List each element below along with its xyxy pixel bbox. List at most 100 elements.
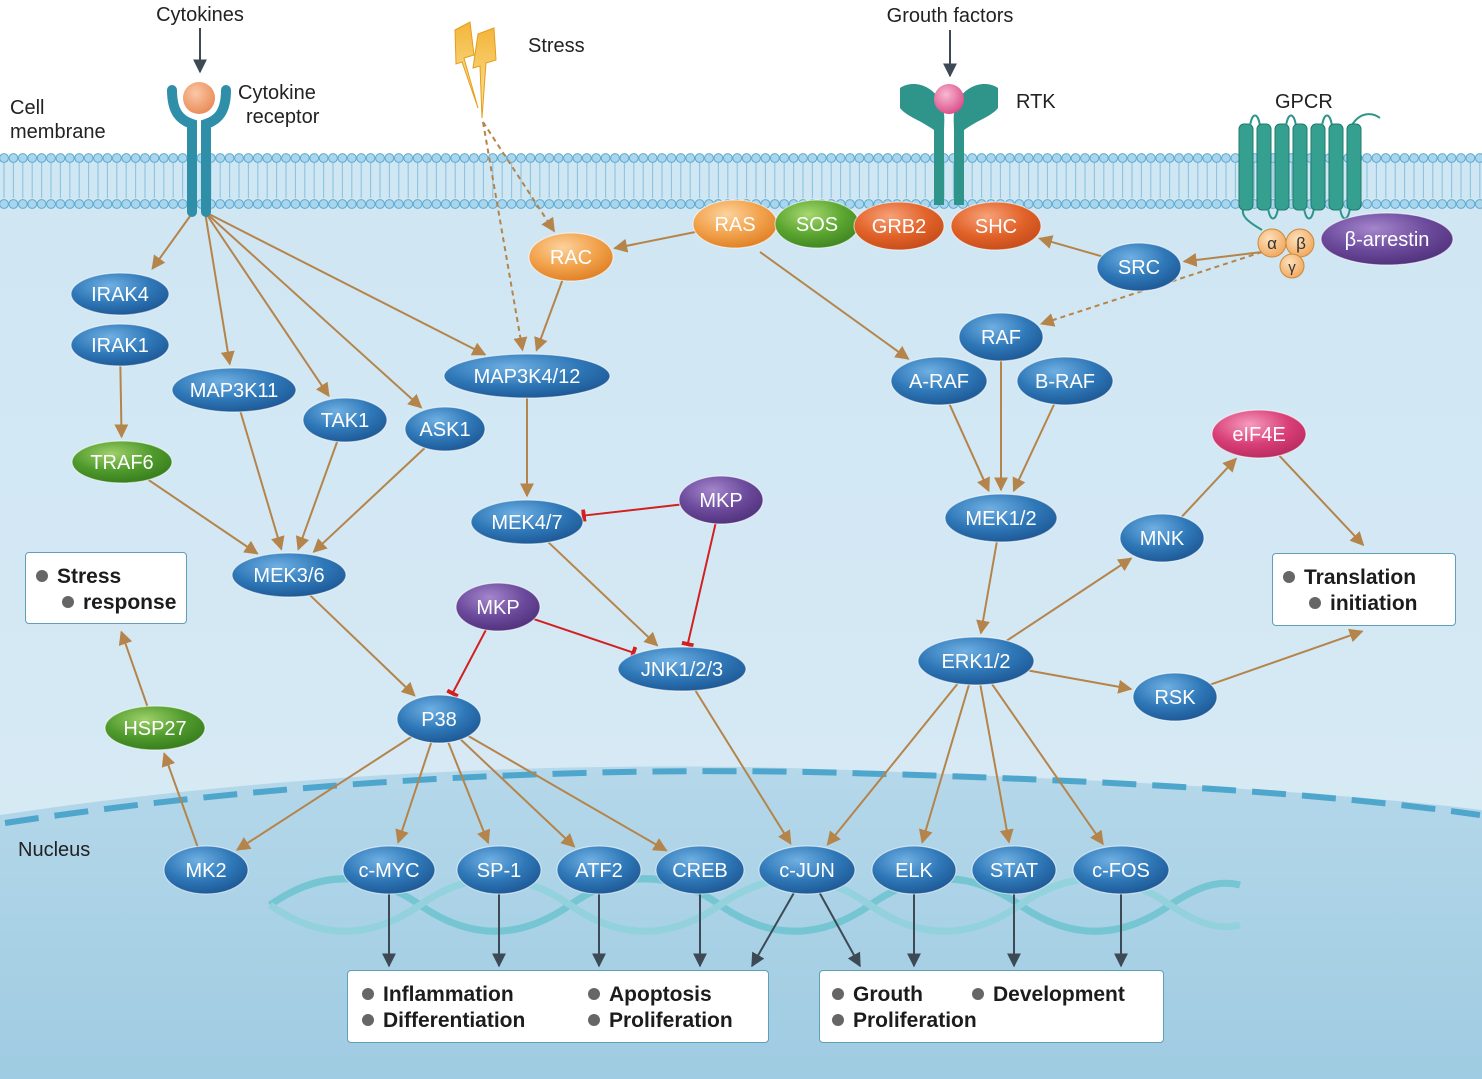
node-ras: RAS <box>692 199 778 249</box>
activation-arrow <box>694 689 792 845</box>
node-rsk: RSK <box>1132 672 1218 722</box>
cytokine-receptor-icon <box>167 82 231 217</box>
node-mk2: MK2 <box>163 845 249 895</box>
activation-arrow <box>1012 403 1055 493</box>
node-mek4-7: MEK4/7 <box>470 499 584 545</box>
node-label: MEK3/6 <box>253 565 324 587</box>
node-a-raf: A-RAF <box>890 356 988 406</box>
node-label: IRAK1 <box>91 335 149 357</box>
node-label: SOS <box>796 214 838 236</box>
node-mkp-mid: MKP <box>455 582 541 632</box>
activation-arrow <box>235 736 412 851</box>
activation-arrow <box>309 594 416 697</box>
activation-arrow <box>1181 457 1238 518</box>
node-c-fos: c-FOS <box>1072 845 1170 895</box>
stress-label: Stress <box>528 35 585 57</box>
inflammation-item: Inflammation <box>362 983 514 1007</box>
alpha-subunit-label: α <box>1267 234 1277 253</box>
inhibition-line <box>533 618 638 659</box>
cell-membrane-label-line2: membrane <box>10 121 106 143</box>
annotation-labels: Cytokines Stress Grouth factors Cell mem… <box>10 4 1333 861</box>
gene-output-arrow <box>818 892 861 968</box>
activation-arrow <box>147 479 259 555</box>
stress-response-line2: response <box>62 591 176 615</box>
node-tak1: TAK1 <box>302 397 388 443</box>
activation-arrow <box>161 752 199 847</box>
cytokine-receptor-label-line1: Cytokine <box>238 82 316 104</box>
cytokines-label: Cytokines <box>156 4 244 26</box>
activation-arrow <box>204 211 235 366</box>
node-elk: ELK <box>871 845 957 895</box>
node-label: MEK1/2 <box>965 508 1036 530</box>
node-atf2: ATF2 <box>556 845 642 895</box>
node-label: ERK1/2 <box>942 651 1011 673</box>
stress-dashed-arrow <box>482 121 555 233</box>
activation-arrow <box>1006 557 1133 642</box>
node-label: SRC <box>1118 257 1160 279</box>
beta-subunit-label: β <box>1296 234 1306 253</box>
node-hsp27: HSP27 <box>104 705 206 751</box>
cytokine-receptor-label-line2: receptor <box>246 106 320 128</box>
gprotein-dashed-arrow <box>1039 251 1263 327</box>
activation-arrow <box>1210 628 1364 686</box>
activation-arrow <box>613 230 696 253</box>
node-label: MNK <box>1140 528 1185 550</box>
proliferation-item-right: Proliferation <box>832 1009 977 1033</box>
node-rac: RAC <box>528 232 614 282</box>
activation-arrow <box>204 211 330 398</box>
node-stat: STAT <box>971 845 1057 895</box>
activation-arrow <box>948 403 990 493</box>
g-protein-icon: α β γ <box>1257 228 1315 279</box>
pathway-edges <box>114 121 1365 968</box>
node-label: ATF2 <box>575 860 622 882</box>
node-label: RSK <box>1154 687 1196 709</box>
activation-arrow <box>151 211 194 270</box>
node-label: β-arrestin <box>1345 229 1430 251</box>
activation-arrow <box>468 735 668 852</box>
activation-arrow <box>547 541 659 647</box>
activation-arrow <box>1038 235 1102 258</box>
node-src: SRC <box>1096 242 1182 292</box>
node-sos: SOS <box>774 199 860 249</box>
stress-response-box: Stress response <box>25 552 187 624</box>
stress-dashed-arrow <box>482 121 528 352</box>
node-label: CREB <box>672 860 728 882</box>
node-label: TRAF6 <box>90 452 153 474</box>
node-beta-arrestin: β-arrestin <box>1320 212 1454 266</box>
node-erk1-2: ERK1/2 <box>917 636 1035 686</box>
activation-arrow <box>919 684 970 844</box>
node-label: SP-1 <box>477 860 521 882</box>
node-grb2: GRB2 <box>853 201 945 251</box>
node-label: ASK1 <box>419 419 470 441</box>
node-label: eIF4E <box>1232 424 1285 446</box>
node-label: c-MYC <box>358 860 419 882</box>
inflammation-outcome-box: Inflammation Differentiation Apoptosis P… <box>347 970 769 1043</box>
activation-arrow <box>114 365 129 439</box>
node-label: RAC <box>550 247 592 269</box>
node-mkp-top: MKP <box>678 475 764 525</box>
gene-output-arrow <box>751 892 795 968</box>
translation-line2: initiation <box>1309 592 1418 616</box>
node-label: MK2 <box>185 860 226 882</box>
proliferation-item-left: Proliferation <box>588 1009 733 1033</box>
nuclear-envelope <box>4 768 1481 826</box>
node-label: MKP <box>699 490 742 512</box>
node-mek1-2: MEK1/2 <box>944 493 1058 543</box>
activation-arrow <box>1028 669 1133 694</box>
node-c-myc: c-MYC <box>342 845 436 895</box>
node-jnk: JNK1/2/3 <box>617 646 747 692</box>
node-eif4e: eIF4E <box>1211 409 1307 459</box>
node-label: P38 <box>421 709 457 731</box>
activation-arrow <box>204 211 487 356</box>
inhibition-line <box>446 629 487 698</box>
stress-response-line1: Stress <box>36 565 121 589</box>
node-label: MEK4/7 <box>491 512 562 534</box>
translation-line1: Translation <box>1283 566 1416 590</box>
node-label: A-RAF <box>909 371 969 393</box>
node-label: STAT <box>990 860 1038 882</box>
gamma-subunit-label: γ <box>1288 259 1296 276</box>
activation-arrow <box>1278 454 1365 547</box>
node-label: B-RAF <box>1035 371 1095 393</box>
node-mnk: MNK <box>1119 513 1205 563</box>
